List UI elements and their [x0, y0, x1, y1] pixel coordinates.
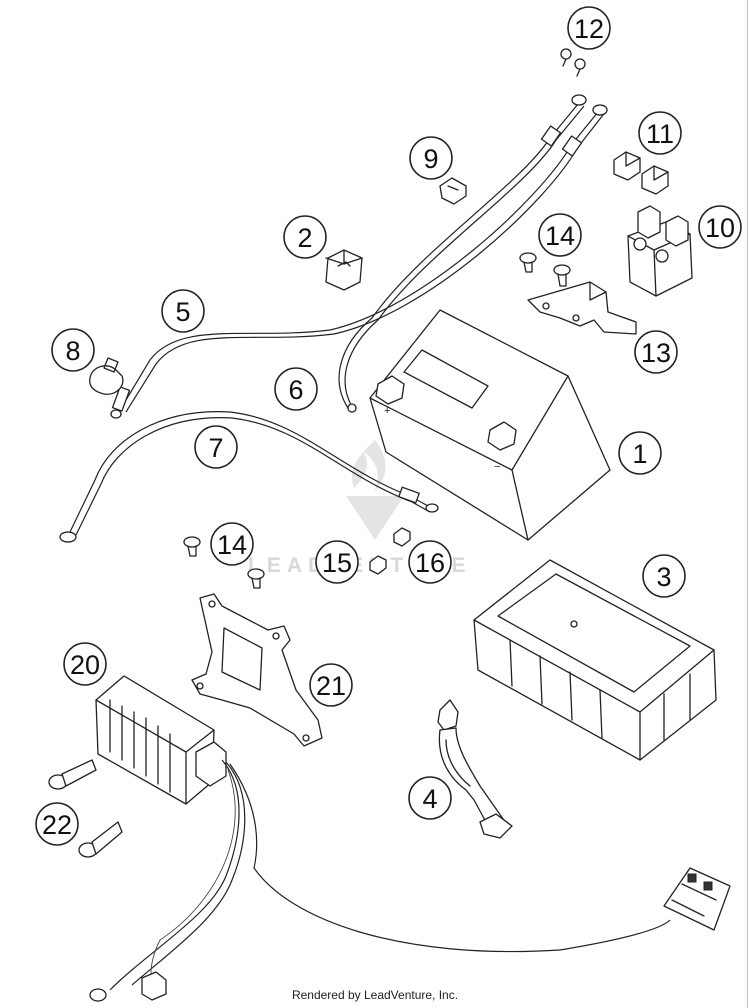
callout-4: 4	[408, 776, 452, 820]
callout-10: 10	[698, 205, 742, 249]
part-3-battery-tray[interactable]	[473, 559, 717, 761]
regulator-wiring-harness[interactable]	[89, 759, 731, 1002]
callout-3-label: 3	[656, 562, 671, 592]
battery-minus-label: −	[494, 461, 500, 473]
part-9-clip[interactable]	[439, 177, 467, 205]
callout-15-label: 15	[322, 548, 352, 578]
callout-20-label: 20	[70, 650, 100, 680]
callout-2-label: 2	[297, 223, 312, 253]
callout-9-label: 9	[423, 144, 438, 174]
callout-13: 13	[634, 330, 678, 374]
part-21-bracket[interactable]	[191, 593, 323, 747]
part-11-fuses[interactable]	[613, 151, 669, 195]
callout-21-label: 21	[316, 671, 346, 701]
callout-7: 7	[194, 425, 238, 469]
callout-6-label: 6	[288, 375, 303, 405]
callout-8: 8	[51, 328, 95, 372]
callout-14b: 14	[210, 522, 254, 566]
callout-1: 1	[618, 431, 662, 475]
callout-21: 21	[309, 663, 353, 707]
part-6-cable[interactable]	[338, 94, 587, 413]
part-2-terminal-cover[interactable]	[325, 249, 363, 291]
callout-16: 16	[408, 540, 452, 584]
callout-5-label: 5	[175, 297, 190, 327]
callout-2: 2	[283, 215, 327, 259]
part-13-relay-bracket[interactable]	[527, 281, 637, 335]
part-1-battery[interactable]: + −	[369, 309, 611, 541]
part-12-bolts[interactable]	[560, 48, 586, 77]
callout-22: 22	[35, 802, 79, 846]
callout-14b-label: 14	[217, 530, 247, 560]
callout-4-label: 4	[422, 784, 437, 814]
callout-12-label: 12	[574, 14, 604, 44]
part-15-nut[interactable]	[369, 555, 387, 575]
callout-7-label: 7	[208, 433, 223, 463]
callout-22-label: 22	[42, 810, 72, 840]
part-20-voltage-regulator[interactable]	[95, 675, 227, 805]
part-16-nut[interactable]	[393, 527, 411, 547]
callout-9: 9	[409, 136, 453, 180]
callout-3: 3	[642, 554, 686, 598]
part-14-screws-lower[interactable]	[183, 536, 265, 589]
part-4-battery-strap[interactable]	[437, 699, 513, 839]
callout-10-label: 10	[705, 213, 735, 243]
part-22-bolts[interactable]	[48, 759, 123, 858]
callout-1-label: 1	[632, 439, 647, 469]
callout-14a-label: 14	[545, 221, 575, 251]
part-10-starter-relay[interactable]	[627, 205, 693, 297]
callout-20: 20	[63, 642, 107, 686]
battery-plus-label: +	[384, 405, 390, 417]
callout-15: 15	[315, 540, 359, 584]
part-8-terminal-cap[interactable]	[89, 357, 124, 395]
callout-13-label: 13	[641, 338, 671, 368]
part-5-cable[interactable]	[110, 104, 608, 419]
callout-14a: 14	[538, 213, 582, 257]
part-14-screws-upper[interactable]	[519, 252, 571, 287]
callout-5: 5	[161, 289, 205, 333]
callout-12: 12	[567, 6, 611, 50]
callout-16-label: 16	[415, 548, 445, 578]
callout-8-label: 8	[65, 336, 80, 366]
callout-11-label: 11	[646, 119, 674, 149]
watermark-logo-icon	[346, 440, 404, 540]
footer-credit: Rendered by LeadVenture, Inc.	[291, 988, 459, 1002]
part-7-cable[interactable]	[59, 411, 439, 543]
page-edge-line	[747, 0, 748, 1008]
callout-6: 6	[274, 367, 318, 411]
callout-11: 11	[638, 111, 682, 155]
